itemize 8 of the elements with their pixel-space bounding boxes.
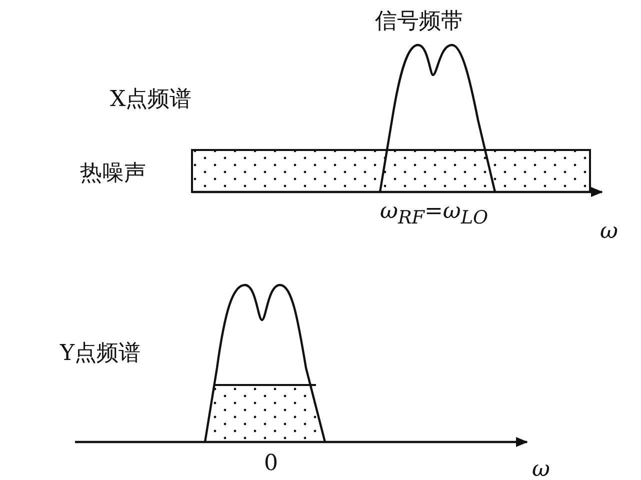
tick-label: 0 bbox=[264, 452, 278, 476]
noise-label: 热噪声 bbox=[80, 162, 146, 186]
panel-title: Y点频谱 bbox=[60, 342, 141, 366]
axis-label: ω bbox=[600, 220, 618, 244]
axis-label: ω$_{RF}$=ω$_{LO}$ bbox=[380, 200, 488, 229]
axis-label: ω bbox=[532, 458, 550, 480]
panel-title: X点频谱 bbox=[110, 88, 192, 112]
band-label: 信号频带 bbox=[375, 10, 463, 34]
